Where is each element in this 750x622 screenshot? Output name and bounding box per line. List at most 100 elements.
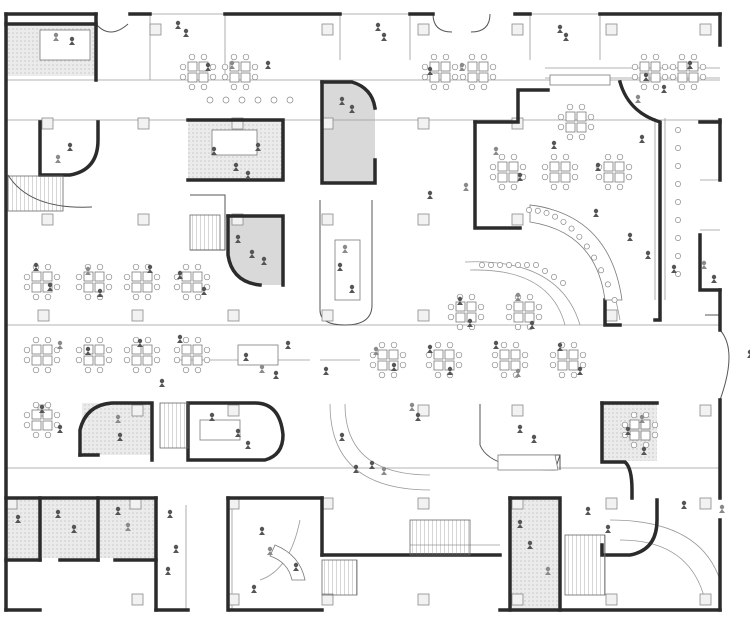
person-icon [67,147,73,151]
desk-icon [560,161,571,172]
chair-icon [570,341,578,349]
chair-icon [542,268,548,274]
column-icon [511,23,524,36]
chair-icon [491,351,499,359]
person-icon [595,167,601,171]
chair-icon [75,273,83,281]
person-icon [265,65,271,69]
chair-icon [675,181,681,187]
chair-icon [578,133,586,141]
chair-icon [552,213,559,220]
person-icon [125,522,131,528]
guide-line [619,539,706,601]
chair-icon [179,73,187,81]
desk-icon [650,72,661,83]
chair-icon [506,262,512,268]
person-icon [147,269,153,273]
person-icon [85,351,91,355]
chair-icon [182,293,190,301]
person-icon [557,342,563,348]
person-icon [255,142,261,148]
chair-icon [105,346,113,354]
column-icon [699,23,712,36]
person-icon [115,419,121,423]
person-icon [517,172,523,178]
desk-icon [181,282,192,293]
chair-icon [558,371,566,379]
person-icon [229,60,235,66]
chair-icon [489,173,497,181]
person-icon [323,371,329,375]
desk-icon [549,161,560,172]
column-icon [605,593,618,606]
chair-icon [604,281,611,288]
wall [186,118,285,182]
person-icon [175,20,181,26]
chair-icon [144,366,152,374]
chair-icon [505,303,513,311]
desk-icon [510,349,521,360]
desk-icon [187,61,198,72]
desk-icon [181,355,192,366]
column-icon [417,117,430,130]
person-icon [117,432,123,438]
chair-icon [200,53,208,61]
chair-icon [541,173,549,181]
person-icon [701,265,707,269]
person-icon [641,451,647,455]
person-icon [381,471,387,475]
person-icon [69,36,75,42]
partition-line [319,200,373,326]
person-icon [467,318,473,324]
person-icon [463,187,469,191]
chair-icon [434,341,442,349]
curved-sofa [269,544,306,581]
chair-icon [642,441,650,449]
person-icon [551,140,557,146]
desk-icon [31,420,42,431]
desk-icon [388,349,399,360]
chair-icon [699,63,707,71]
desk-icon [440,61,451,72]
person-icon [137,343,143,347]
desk-icon [240,72,251,83]
person-icon [467,323,473,327]
desk-icon [565,122,576,133]
person-icon [173,544,179,550]
person-icon [235,428,241,434]
person-icon [165,566,171,572]
person-icon [117,437,123,441]
chair-icon [498,183,506,191]
person-icon [349,284,355,290]
person-icon [233,167,239,171]
chair-icon [489,73,497,81]
person-icon [593,208,599,214]
person-icon [515,297,521,301]
chair-icon [206,96,214,104]
guide-line [469,269,566,326]
chair-icon [651,431,659,439]
chair-icon [521,361,529,369]
person-icon [55,509,61,515]
person-icon [643,72,649,78]
chair-icon [571,163,579,171]
desk-icon [131,271,142,282]
person-icon [167,509,173,515]
person-icon [661,89,667,93]
person-icon [373,351,379,355]
chair-icon [44,366,52,374]
chair-icon [390,341,398,349]
desk-icon [568,349,579,360]
person-icon [415,412,421,418]
chair-icon [399,361,407,369]
chair-icon [153,356,161,364]
chair-icon [690,53,698,61]
desk-icon [508,161,519,172]
person-icon [337,267,343,271]
chair-icon [512,341,520,349]
desk-icon [524,312,535,323]
person-icon [159,383,165,387]
person-icon [369,465,375,469]
desk-icon [629,430,640,441]
